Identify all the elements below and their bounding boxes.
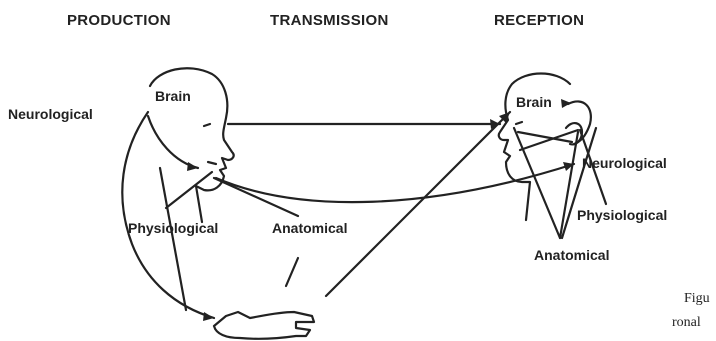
speaker-eye [204,124,210,126]
speech-arc-arrow [216,164,574,202]
caption-fragment-2: ronal [672,315,701,331]
listener-brain-arrowhead [561,99,571,108]
production-header: PRODUCTION [67,12,171,29]
transmission-header: TRANSMISSION [270,12,389,29]
speaker-mouth [208,162,216,164]
caption-fragment-1: Figu [684,291,710,307]
reception-header: RECEPTION [494,12,584,29]
listener-eye [516,122,522,124]
anatomical-hand-line [286,258,298,286]
speaker-physiological-label: Physiological [128,220,218,236]
listener-physiological-label: Physiological [577,207,667,223]
physiological-line-1 [160,168,186,310]
speaker-neuro-to-mouth [148,116,198,168]
listener-brain-label: Brain [516,94,552,110]
listener-anatomical-line-4 [560,132,578,238]
speaker-anatomical-label: Anatomical [272,220,347,236]
speaker-neurological-label: Neurological [8,106,93,122]
listener-neurological-label: Neurological [582,155,667,171]
gesture-line-arrow [326,112,510,296]
hand-outline [214,312,314,339]
listener-anatomical-label: Anatomical [534,247,609,263]
speaker-brain-label: Brain [155,88,191,104]
